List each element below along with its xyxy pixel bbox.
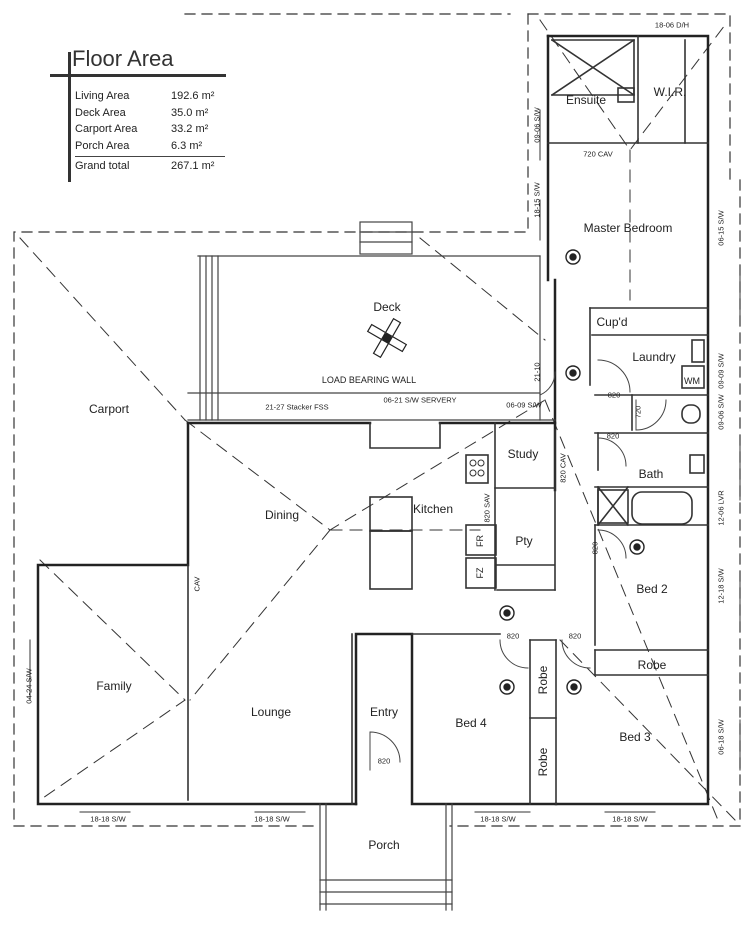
room-label-bed-4: Bed 4 <box>455 716 487 730</box>
dim-21-10: 21-10 <box>532 362 542 382</box>
dim-09-06-sw: 09-06 S/W <box>532 107 542 143</box>
room-label-kitchen: Kitchen <box>412 502 454 516</box>
room-label-wir: W.I.R. <box>653 85 687 99</box>
roof-hip-lines <box>19 19 736 826</box>
room-label-family: Family <box>96 679 132 693</box>
light-fittings <box>499 249 645 695</box>
dim-820-bed2: 820 <box>590 541 600 555</box>
floor-area-title: Floor Area <box>72 46 174 71</box>
dim-family-window: 18-18 S/W <box>90 814 126 824</box>
door-swings <box>369 359 667 771</box>
room-label-bed-2: Bed 2 <box>636 582 668 596</box>
dim-06-15-sw: 06-15 S/W <box>716 210 726 246</box>
dim-820-entry: 820 <box>377 756 391 766</box>
room-label-master-bedroom: Master Bedroom <box>583 221 673 235</box>
room-label-porch: Porch <box>368 838 400 852</box>
dim-820-laundry: 820 <box>607 390 621 400</box>
room-label-bed-3: Bed 3 <box>619 730 651 744</box>
dim-720-wc: 720 <box>633 405 643 419</box>
dim-cav: CAV <box>192 576 202 592</box>
room-label-deck: Deck <box>373 300 401 314</box>
dim-bed3-window: 18-18 S/W <box>612 814 648 824</box>
room-label-carport: Carport <box>88 402 130 416</box>
roof-outline <box>13 13 741 827</box>
title-underline <box>50 74 226 77</box>
room-label-ensuite: Ensuite <box>565 93 607 107</box>
freezer-label: FZ <box>475 567 485 579</box>
dim-06-18-sw: 06-18 S/W <box>716 719 726 755</box>
dim-09-06-sw-wc: 09-06 S/W <box>716 394 726 430</box>
room-label-study: Study <box>507 447 539 461</box>
dim-bed4-window: 18-18 S/W <box>480 814 516 824</box>
dim-820-bath: 820 <box>606 431 620 441</box>
dim-lounge-window: 18-18 S/W <box>254 814 290 824</box>
room-label-robe-bed-4-upper: Robe <box>536 665 550 695</box>
room-label-laundry: Laundry <box>632 350 676 364</box>
room-label-pantry: Pty <box>515 534 533 548</box>
dim-12-18-sw: 12-18 S/W <box>716 568 726 604</box>
dim-820-bed4: 820 <box>506 631 520 641</box>
dim-820-cav: 820 CAV <box>558 453 568 483</box>
room-label-wm: WM <box>684 376 700 386</box>
dim-820-bed3: 820 <box>568 631 582 641</box>
room-label-lounge: Lounge <box>250 705 292 719</box>
servery-window-note: 06-21 S/W SERVERY <box>383 395 457 405</box>
fridge-label: FR <box>475 535 485 547</box>
room-label-cupd: Cup'd <box>596 315 628 329</box>
table-divider <box>68 52 71 182</box>
stacker-door-note: 21-27 Stacker FSS <box>265 402 329 412</box>
room-label-robe-bed-4-lower: Robe <box>536 747 550 777</box>
dim-18-15-sw: 18-15 S/W <box>532 182 542 218</box>
deck-structure <box>187 221 556 421</box>
room-label-dining: Dining <box>264 508 300 522</box>
dim-18-06-dh: 18-06 D/H <box>654 20 690 30</box>
dim-720-cav: 720 CAV <box>583 149 613 159</box>
room-label-robe-bed-2: Robe <box>637 658 667 672</box>
dim-820-sav: 820 SAV <box>482 493 492 523</box>
window-markers <box>29 109 741 813</box>
room-label-entry: Entry <box>369 705 399 719</box>
dim-09-09-sw: 09-09 S/W <box>716 353 726 389</box>
load-bearing-wall-note: LOAD BEARING WALL <box>321 375 417 385</box>
cooktop <box>469 459 485 477</box>
interior-walls <box>187 35 709 805</box>
porch-structure <box>319 803 453 911</box>
room-label-bath: Bath <box>638 467 664 481</box>
dim-12-06-lvr: 12-06 LVR <box>716 490 726 526</box>
dim-04-24-sw: 04-24 S/W <box>24 668 34 704</box>
ceiling-fan <box>366 317 408 359</box>
dim-06-09-sw: 06-09 S/W <box>506 400 542 410</box>
